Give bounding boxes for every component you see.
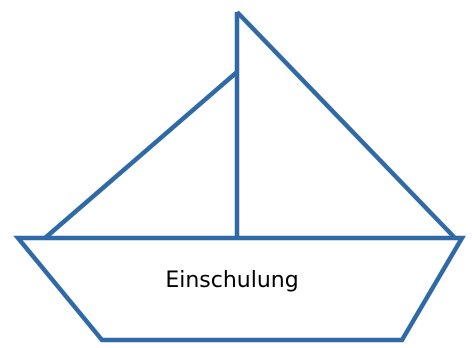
left-sail: [45, 72, 237, 238]
hull-label: Einschulung: [165, 268, 298, 293]
right-sail: [237, 12, 455, 238]
sailboat: Einschulung: [18, 12, 462, 340]
